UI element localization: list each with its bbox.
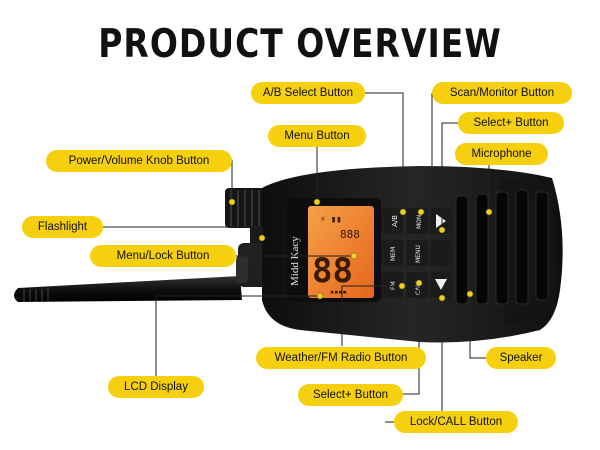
svg-text:MON: MON xyxy=(416,215,423,229)
power-volume-knob xyxy=(225,188,265,228)
label-menu-button: Menu Button xyxy=(268,125,366,147)
lcd-screen: ⚡ ▮▮ 888 88 ▪▪▪▪ xyxy=(308,206,374,298)
svg-text:MENU: MENU xyxy=(415,245,422,263)
label-menu-lock-button: Menu/Lock Button xyxy=(90,245,236,267)
label-scan-monitor-button: Scan/Monitor Button xyxy=(432,82,572,104)
label-select-plus-button-bottom: Select+ Button xyxy=(298,384,403,406)
page-title: PRODUCT OVERVIEW xyxy=(98,20,502,67)
callout-dots xyxy=(228,198,493,302)
svg-text:A/B: A/B xyxy=(391,215,399,227)
speaker-grille xyxy=(455,189,549,305)
label-microphone: Microphone xyxy=(455,143,548,165)
label-power-volume-knob: Power/Volume Knob Button xyxy=(46,150,232,172)
label-weather-fm-radio-button: Weather/FM Radio Button xyxy=(256,347,426,369)
lcd-channel-digits: 88 xyxy=(312,251,353,291)
label-flashlight: Flashlight xyxy=(22,216,103,238)
label-select-plus-button-top: Select+ Button xyxy=(458,112,564,134)
svg-text:MEM: MEM xyxy=(390,247,397,261)
keypad: A/B MON MEM MENU FM CALL xyxy=(381,208,452,298)
brand-logo-text: Midd Kacy xyxy=(289,236,301,286)
label-lock-call-button: Lock/CALL Button xyxy=(394,411,518,433)
label-lcd-display: LCD Display xyxy=(108,376,204,398)
svg-text:▪▪▪▪: ▪▪▪▪ xyxy=(330,288,347,296)
label-speaker: Speaker xyxy=(486,347,556,369)
antenna xyxy=(14,276,242,302)
lcd-small-digits: 888 xyxy=(340,228,360,241)
svg-text:⚡ ▮▮: ⚡ ▮▮ xyxy=(320,215,342,225)
label-ab-select-button: A/B Select Button xyxy=(251,82,365,104)
